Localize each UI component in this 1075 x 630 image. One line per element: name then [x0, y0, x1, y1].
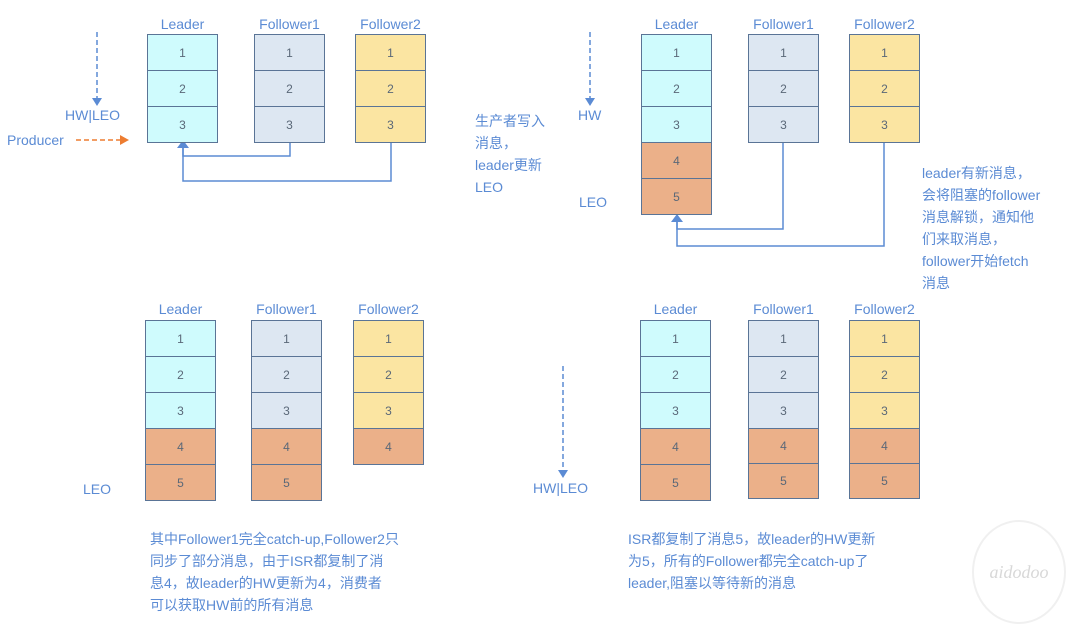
log-message-cell: 2: [748, 70, 819, 107]
log-message-cell: 2: [849, 356, 920, 393]
log-message-cell: 3: [748, 392, 819, 429]
column-header-follower1: Follower1: [753, 301, 814, 317]
producer-label: Producer: [7, 132, 64, 148]
log-message-cell: 3: [353, 392, 424, 429]
log-message-cell: 4: [145, 428, 216, 465]
log-message-cell: 4: [251, 428, 322, 465]
log-message-cell: 1: [147, 34, 218, 71]
log-message-cell: 2: [849, 70, 920, 107]
log-message-cell: 1: [849, 320, 920, 357]
note-hw-update-4: 其中Follower1完全catch-up,Follower2只同步了部分消息，…: [150, 528, 399, 616]
log-message-cell: 4: [748, 428, 819, 464]
column-header-follower1: Follower1: [256, 301, 317, 317]
log-message-cell: 3: [849, 392, 920, 429]
log-message-cell: 2: [640, 356, 711, 393]
note-line: 息4，故leader的HW更新为4，消费者: [150, 575, 382, 591]
hw-leo-marker: HW|LEO: [533, 480, 588, 496]
log-message-cell: 5: [641, 178, 712, 215]
log-message-cell: 3: [145, 392, 216, 429]
log-message-cell: 1: [251, 320, 322, 357]
note-line: 为5，所有的Follower都完全catch-up了: [628, 553, 869, 569]
note-line: leader更新: [475, 157, 542, 173]
column-header-follower2: Follower2: [358, 301, 419, 317]
note-line: 同步了部分消息，由于ISR都复制了消: [150, 553, 384, 569]
column-header-leader: Leader: [653, 301, 698, 317]
log-message-cell: 3: [748, 106, 819, 143]
leo-marker: LEO: [83, 481, 112, 497]
note-line: 们来取消息，: [922, 231, 1006, 247]
note-leader-notifies: leader有新消息， 会将阻塞的follower 消息解锁，通知他们来取消息， fo…: [922, 162, 1040, 294]
log-message-cell: 3: [849, 106, 920, 143]
log-message-cell: 4: [641, 142, 712, 179]
column-header-leader: Leader: [160, 16, 205, 32]
log-message-cell: 1: [748, 34, 819, 71]
log-message-cell: 3: [640, 392, 711, 429]
log-message-cell: 4: [640, 428, 711, 465]
note-producer-writes: 生产者写入消息， leader更新 LEO: [475, 110, 545, 198]
log-message-cell: 4: [353, 428, 424, 465]
column-header-leader: Leader: [158, 301, 203, 317]
note-line: LEO: [475, 179, 504, 195]
log-message-cell: 2: [251, 356, 322, 393]
note-line: 会将阻塞的follower: [922, 187, 1041, 203]
note-line: leader有新消息，: [922, 165, 1031, 181]
log-message-cell: 2: [748, 356, 819, 393]
note-line: follower开始fetch: [922, 253, 1029, 269]
log-message-cell: 3: [251, 392, 322, 429]
column-header-follower1: Follower1: [753, 16, 814, 32]
note-line: ISR都复制了消息5，故leader的HW更新: [628, 531, 876, 547]
log-message-cell: 2: [145, 356, 216, 393]
note-line: leader,阻塞以等待新的消息: [628, 575, 797, 591]
leo-marker: LEO: [579, 194, 608, 210]
log-message-cell: 3: [254, 106, 325, 143]
column-header-follower2: Follower2: [360, 16, 421, 32]
fetch-arrow-f1: [182, 142, 291, 157]
log-message-cell: 5: [251, 464, 322, 501]
note-line: 其中Follower1完全catch-up,Follower2只: [150, 531, 399, 547]
note-line: 消息: [922, 275, 950, 291]
fetch-arrow-f2-q2: [676, 142, 885, 247]
fetch-arrow-f2: [182, 142, 392, 182]
watermark-text: aidodoo: [989, 561, 1049, 582]
log-message-cell: 1: [640, 320, 711, 357]
column-header-follower2: Follower2: [854, 301, 915, 317]
log-message-cell: 1: [353, 320, 424, 357]
log-message-cell: 2: [147, 70, 218, 107]
log-message-cell: 1: [748, 320, 819, 357]
log-message-cell: 5: [748, 463, 819, 499]
log-message-cell: 2: [254, 70, 325, 107]
log-message-cell: 2: [355, 70, 426, 107]
note-line: 生产者写入: [475, 113, 545, 129]
log-message-cell: 2: [641, 70, 712, 107]
watermark-logo: aidodoo: [972, 520, 1066, 624]
note-line: 消息解锁，通知他: [922, 209, 1034, 225]
log-message-cell: 1: [355, 34, 426, 71]
column-header-follower2: Follower2: [854, 16, 915, 32]
log-message-cell: 4: [849, 428, 920, 464]
log-message-cell: 1: [641, 34, 712, 71]
note-line: 可以获取HW前的所有消息: [150, 597, 314, 613]
log-message-cell: 5: [849, 463, 920, 499]
hw-leo-marker: HW|LEO: [65, 107, 120, 123]
column-header-leader: Leader: [654, 16, 699, 32]
log-message-cell: 5: [145, 464, 216, 501]
log-message-cell: 1: [254, 34, 325, 71]
log-message-cell: 1: [145, 320, 216, 357]
log-message-cell: 5: [640, 464, 711, 501]
note-line: 消息，: [475, 135, 517, 151]
column-header-follower1: Follower1: [259, 16, 320, 32]
hw-marker: HW: [578, 107, 602, 123]
log-message-cell: 1: [849, 34, 920, 71]
log-message-cell: 3: [641, 106, 712, 143]
note-hw-update-5: ISR都复制了消息5，故leader的HW更新为5，所有的Follower都完全…: [628, 528, 875, 594]
log-message-cell: 3: [355, 106, 426, 143]
log-message-cell: 2: [353, 356, 424, 393]
log-message-cell: 3: [147, 106, 218, 143]
